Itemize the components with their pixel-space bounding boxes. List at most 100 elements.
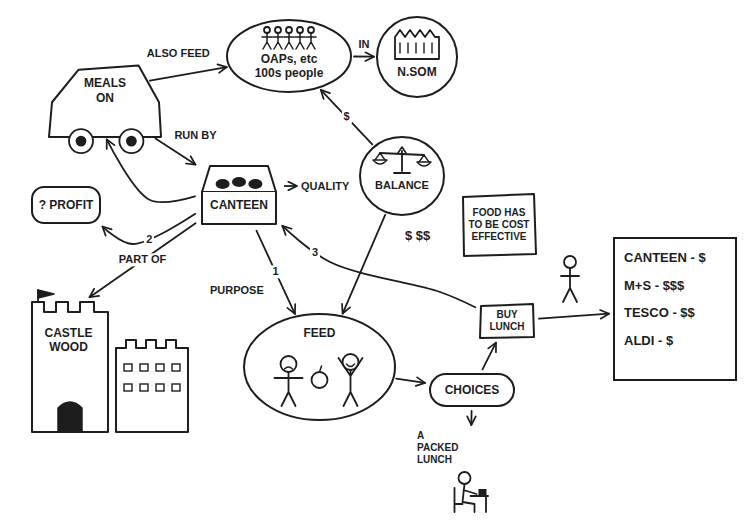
packed-lunch-node: A PACKED LUNCH bbox=[415, 428, 490, 514]
node-text: FOOD HAS TO BE COST EFFECTIVE bbox=[467, 207, 531, 243]
node-text-group: FEED bbox=[303, 326, 335, 340]
sketch-line bbox=[306, 33, 316, 49]
node-text: OAPs, etc bbox=[255, 52, 324, 66]
choices-pill: CHOICES bbox=[428, 372, 516, 408]
sketch-line bbox=[398, 147, 406, 153]
sketch-line bbox=[116, 340, 188, 432]
sketch-circle bbox=[275, 27, 281, 33]
node-shape bbox=[28, 290, 193, 432]
node-text-group: CANTEEN bbox=[210, 198, 268, 212]
sketch-line bbox=[463, 194, 536, 256]
buy-lunch-box: BUY LUNCH bbox=[478, 302, 536, 340]
box-outline bbox=[614, 238, 736, 380]
note-label: QUALITY bbox=[301, 180, 349, 193]
sketch-line bbox=[419, 155, 429, 162]
node-shape bbox=[198, 158, 280, 228]
sketch-line bbox=[295, 33, 305, 49]
connector-arrow bbox=[90, 223, 196, 297]
buyer-figure bbox=[561, 268, 579, 302]
box-outline bbox=[430, 374, 514, 406]
sketch-circle bbox=[77, 137, 86, 146]
castle-window bbox=[140, 384, 148, 391]
quality-arrow bbox=[284, 185, 297, 187]
connector-arrow bbox=[321, 90, 372, 145]
castle-window bbox=[156, 384, 164, 391]
node-text-group: BALANCE bbox=[375, 179, 429, 192]
edge-label: IN bbox=[356, 38, 371, 51]
connector-arrow bbox=[539, 314, 609, 319]
castle-window bbox=[172, 364, 180, 371]
sketch-circle bbox=[286, 27, 292, 33]
sketch-line bbox=[415, 43, 416, 53]
node-shape bbox=[375, 15, 459, 99]
edge-label: 3 bbox=[310, 246, 320, 259]
sketch-line bbox=[202, 192, 276, 224]
edge-label: 1 bbox=[271, 266, 281, 279]
castle-window bbox=[124, 384, 132, 391]
sketch-line bbox=[58, 402, 82, 432]
node-text-group: ? PROFIT bbox=[39, 198, 94, 212]
edge-label: PART OF bbox=[117, 254, 168, 267]
castle-window bbox=[140, 364, 148, 371]
node-text: CANTEEN bbox=[210, 198, 268, 212]
node-text-group: N.SOM bbox=[397, 65, 436, 79]
node-text-group: CHOICES bbox=[445, 383, 500, 397]
ellipse-outline bbox=[360, 137, 444, 215]
node-text-group: MEALS ON bbox=[84, 76, 126, 105]
node-text: BALANCE bbox=[375, 179, 429, 192]
sketch-circle bbox=[119, 129, 143, 153]
connector-arrow bbox=[256, 231, 294, 314]
sketch-line bbox=[339, 358, 363, 406]
node-text: N.SOM bbox=[397, 65, 436, 79]
connector-arrow bbox=[470, 411, 472, 425]
people-circle: OAPs, etc100s people bbox=[225, 18, 353, 94]
node-text: CHOICES bbox=[445, 383, 500, 397]
sketch-line bbox=[455, 488, 463, 512]
node-text: FEED bbox=[303, 326, 335, 340]
node-shape bbox=[45, 55, 165, 160]
connector-arrow bbox=[354, 56, 374, 58]
box-outline bbox=[32, 187, 100, 223]
sketch-circle bbox=[69, 129, 93, 153]
sketch-line bbox=[284, 33, 294, 49]
food-item bbox=[216, 179, 230, 189]
note-label: $ $$ bbox=[405, 228, 430, 244]
connector-arrow bbox=[482, 343, 496, 370]
sketch-line bbox=[347, 364, 355, 367]
note-box: FOOD HAS TO BE COST EFFECTIVE bbox=[460, 192, 538, 258]
sketch-line bbox=[202, 166, 276, 192]
price-list-box: CANTEEN - $M+S - $$$TESCO - $$ALDI - $ bbox=[612, 236, 738, 382]
edge-label: ALSO FEED bbox=[145, 47, 212, 60]
connector-arrow bbox=[150, 67, 227, 81]
sketch-line bbox=[431, 43, 432, 53]
node-text: TESCO - $$ bbox=[624, 305, 706, 321]
sketch-circle bbox=[459, 472, 471, 484]
node-text-group: CASTLE WOOD bbox=[45, 326, 93, 355]
sketch-line bbox=[49, 66, 161, 137]
sketch-line bbox=[423, 43, 424, 53]
node-text: CANTEEN - $ bbox=[624, 250, 706, 266]
edge-label: RUN BY bbox=[172, 129, 218, 142]
connector-arrow bbox=[396, 379, 425, 383]
sketch-line bbox=[407, 43, 408, 53]
node-text: ? PROFIT bbox=[39, 198, 94, 212]
food-item bbox=[232, 177, 246, 187]
edge-label: $ bbox=[341, 111, 351, 124]
sketch-line bbox=[285, 367, 293, 369]
connector-arrow bbox=[156, 139, 196, 165]
ellipse-outline bbox=[377, 17, 457, 97]
node-text: MEALS ON bbox=[84, 76, 126, 105]
node-text: CASTLE WOOD bbox=[45, 326, 93, 355]
castle-window bbox=[172, 384, 180, 391]
node-text: 100s people bbox=[255, 66, 324, 80]
node-shape bbox=[415, 428, 490, 514]
sketch-line bbox=[262, 33, 272, 49]
food-item bbox=[248, 179, 262, 189]
profit-box: ? PROFIT bbox=[30, 185, 102, 225]
castle-window bbox=[124, 364, 132, 371]
edge-label: 2 bbox=[144, 233, 154, 246]
buyer-head bbox=[564, 256, 576, 268]
sketch-line bbox=[380, 153, 424, 155]
node-text: A PACKED LUNCH bbox=[417, 430, 458, 466]
